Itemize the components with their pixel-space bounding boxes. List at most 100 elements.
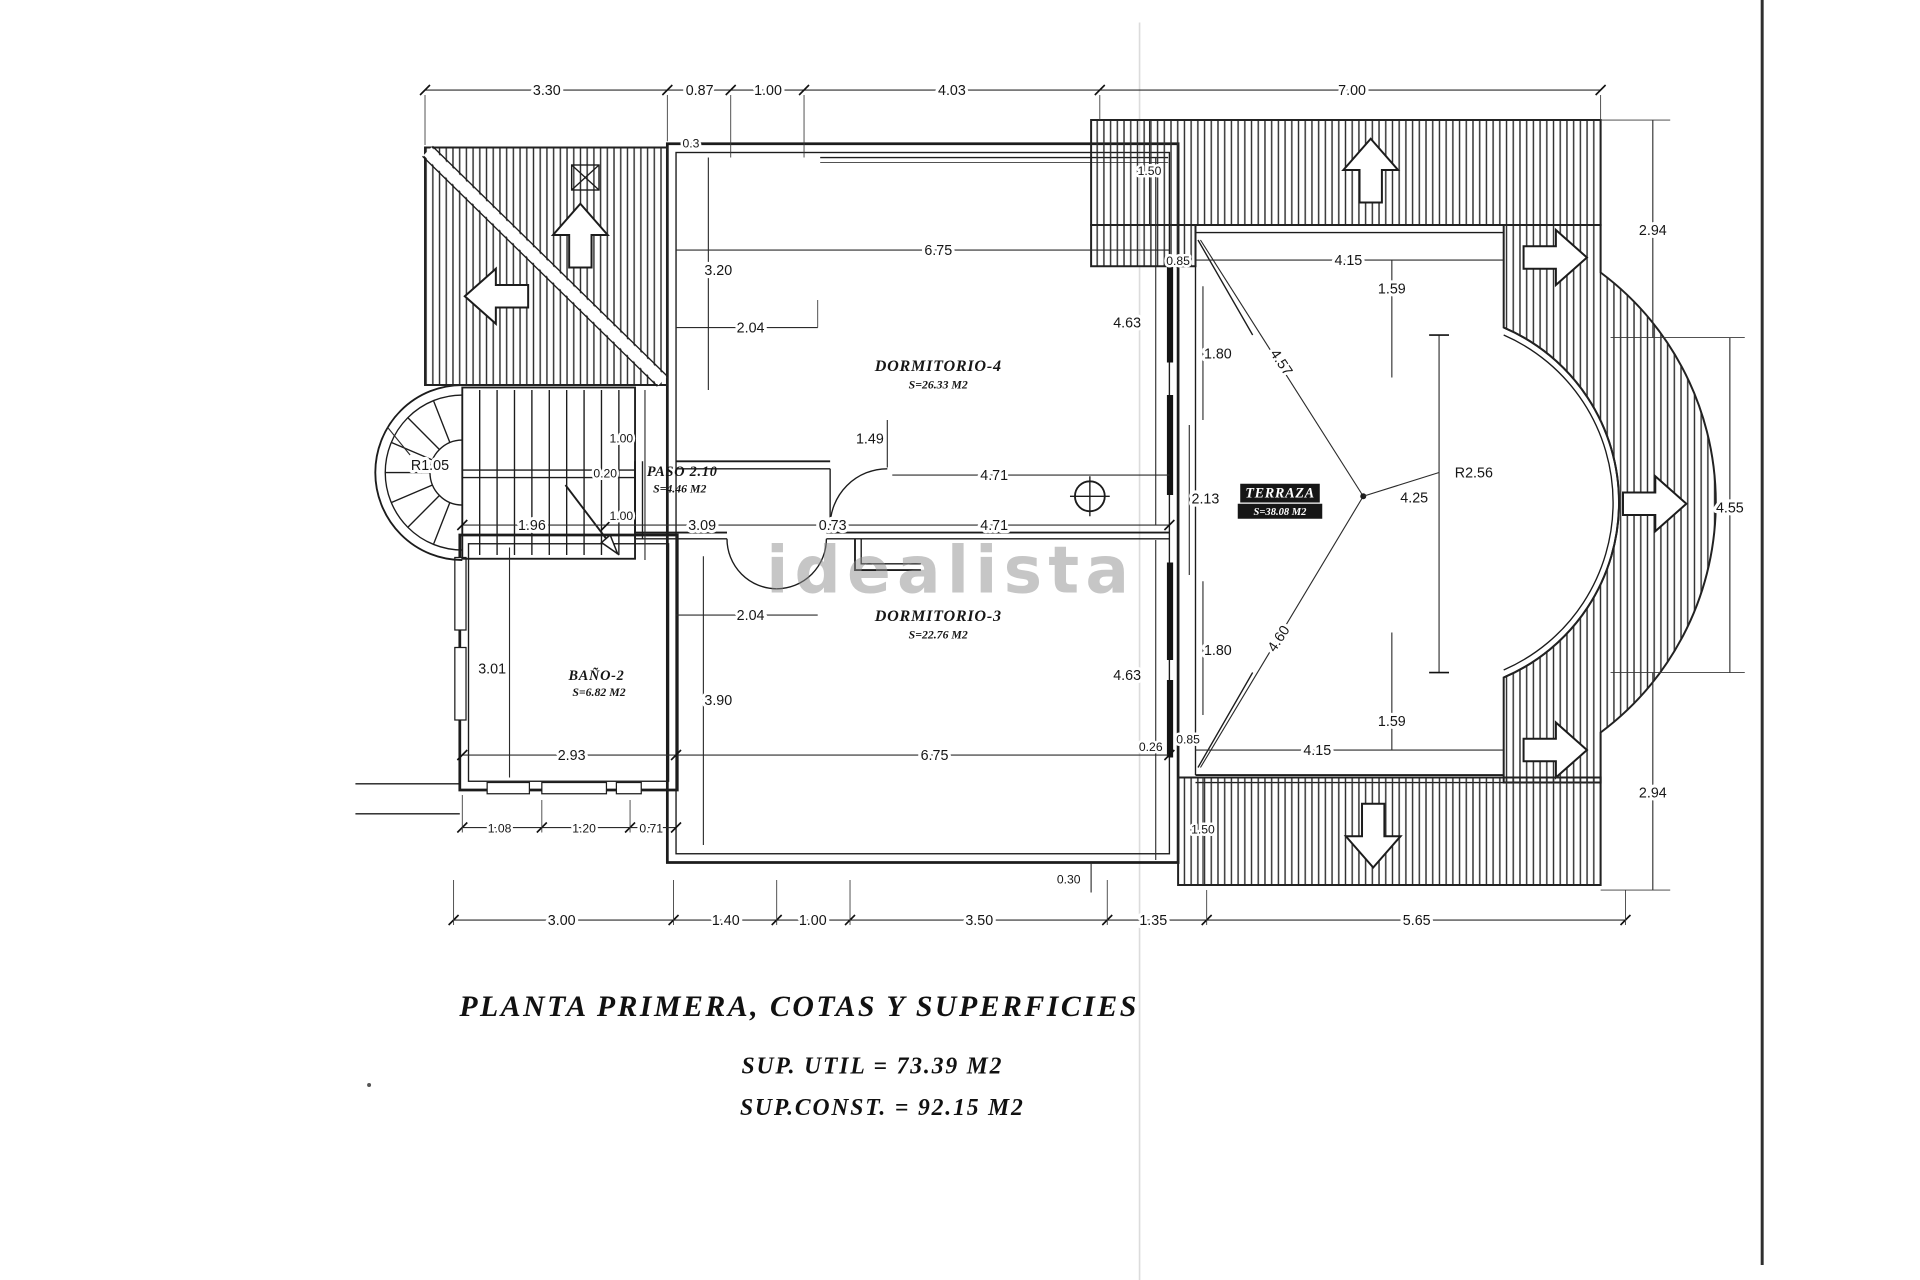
dim-label: 0.20 <box>593 466 617 480</box>
dim-label: 4.60 <box>1265 623 1294 655</box>
curved-stair-tread <box>391 441 433 461</box>
dim-label: 1.20 <box>572 821 596 835</box>
dim-label: 4.15 <box>1334 253 1362 269</box>
dim-label: 0.73 <box>819 518 847 534</box>
doors <box>726 468 888 590</box>
room-area-terraza: S=38.08 M2 <box>1254 507 1308 518</box>
room-area-dormitorio4: S=26.33 M2 <box>909 378 968 392</box>
dim-label: 4.03 <box>938 83 966 99</box>
dim-label: 1.00 <box>754 83 782 99</box>
dim-label: 1.59 <box>1378 714 1406 730</box>
dim-label: 3.00 <box>548 913 576 929</box>
dim-label: 4.55 <box>1716 500 1744 516</box>
roof-slope-arrow-right <box>1621 474 1688 534</box>
window-bar <box>1166 262 1174 363</box>
curved-stair-tread <box>391 484 433 504</box>
dim-label: 3.30 <box>533 83 561 99</box>
dim-label: 2.94 <box>1639 223 1667 239</box>
roof-valley-edge <box>422 155 658 387</box>
dim-label: 1.96 <box>518 518 546 534</box>
door-swing-arc <box>726 538 777 590</box>
dim-label: 1.50 <box>1191 823 1215 837</box>
roof-slope-arrow-up <box>550 202 610 269</box>
room-name-dormitorio3: DORMITORIO-3 <box>874 607 1002 625</box>
dim-label: 2.94 <box>1639 785 1667 801</box>
dim-tick <box>828 519 840 531</box>
roof-plane-top-step <box>1090 224 1197 268</box>
dim-label: 1.49 <box>856 432 884 448</box>
dim-label: 4.25 <box>1400 490 1428 506</box>
dim-label: 1.50 <box>1138 164 1162 178</box>
bath-window <box>454 556 467 631</box>
curved-stair-outer-arc <box>374 384 463 561</box>
curved-stair-tread <box>433 502 451 545</box>
room-area-bano2: S=6.82 M2 <box>572 685 625 699</box>
dim-label: 1.00 <box>610 509 634 523</box>
window-bar <box>1166 395 1174 495</box>
dim-tick <box>1595 84 1607 96</box>
roof-slope-arrow-down <box>1343 802 1403 870</box>
room-area-paso: S=4.46 M2 <box>653 481 706 495</box>
dim-label: 1.40 <box>712 913 740 929</box>
bath-inner-wall <box>467 543 670 782</box>
curved-stair-tread <box>407 494 441 528</box>
roof-plane-top-right <box>1090 119 1602 226</box>
dim-label: 3.50 <box>965 913 993 929</box>
roof-slope-arrow-right <box>1522 720 1589 780</box>
dim-label: 6.75 <box>921 748 949 764</box>
dim-label: 1.80 <box>1204 347 1232 363</box>
dim-line-terrace-diagonal-lower <box>1199 495 1364 768</box>
dim-label: 0.85 <box>1176 733 1200 747</box>
built-surface: SUP.CONST. = 92.15 M2 <box>740 1095 1025 1121</box>
room-name-bano2: BAÑO-2 <box>567 666 624 684</box>
dim-label: 3.09 <box>688 518 716 534</box>
dim-label: 4.71 <box>980 518 1008 534</box>
main-block-outer-wall <box>665 142 1180 864</box>
dim-label: 2.13 <box>1192 492 1220 508</box>
window-bar <box>1166 680 1174 758</box>
terraza-label-box <box>1240 483 1320 503</box>
wall-stub <box>860 538 921 565</box>
dim-label: 1.35 <box>1139 913 1167 929</box>
terraza-area-box <box>1237 503 1323 519</box>
dim-label: 2.04 <box>737 320 765 336</box>
main-block-inner-wall <box>675 151 1171 855</box>
chimney <box>570 164 600 191</box>
watermark: idealista <box>766 533 1135 608</box>
stairs <box>374 384 636 561</box>
dim-tick <box>1163 749 1175 761</box>
roof-slope-arrow-up <box>1341 137 1401 204</box>
dim-line-terrace-diagonal-upper <box>1199 239 1364 497</box>
room-name-dormitorio4: DORMITORIO-4 <box>874 357 1002 375</box>
title-block: PLANTA PRIMERA, COTAS Y SUPERFICIES SUP.… <box>458 990 1136 1121</box>
dim-tick <box>670 749 682 761</box>
dim-label: 3.01 <box>478 662 506 678</box>
dim-label: 3.90 <box>704 693 732 709</box>
bath-window <box>615 781 642 795</box>
dim-label: 1.00 <box>610 431 634 445</box>
dim-tick <box>1163 519 1175 531</box>
bay-curved-wall <box>1503 334 1614 671</box>
corner-brace-line <box>1197 672 1254 768</box>
radius-leader-line <box>387 427 411 456</box>
door-swing-arc <box>829 468 888 527</box>
dim-label: 0.30 <box>1057 873 1081 887</box>
column-marker <box>1069 476 1110 517</box>
room-labels: DORMITORIO-4 S=26.33 M2 DORMITORIO-3 S=2… <box>567 357 1323 699</box>
useful-surface: SUP. UTIL = 73.39 M2 <box>741 1054 1003 1080</box>
stair-flight <box>461 386 636 560</box>
dim-label: 7.00 <box>1338 83 1366 99</box>
room-area-dormitorio3: S=22.76 M2 <box>909 628 968 642</box>
dim-label: 0.71 <box>639 821 663 835</box>
dim-label: 0.87 <box>686 83 714 99</box>
dim-label: 1.00 <box>799 913 827 929</box>
dim-tick <box>661 84 673 96</box>
door-swing-arc <box>776 538 828 590</box>
dim-tick <box>798 84 810 96</box>
dim-label: 4.71 <box>980 468 1008 484</box>
curved-stair-tread <box>407 417 441 451</box>
dim-label: 2.04 <box>737 608 765 624</box>
bath-window <box>454 646 467 721</box>
dim-tick <box>725 84 737 96</box>
